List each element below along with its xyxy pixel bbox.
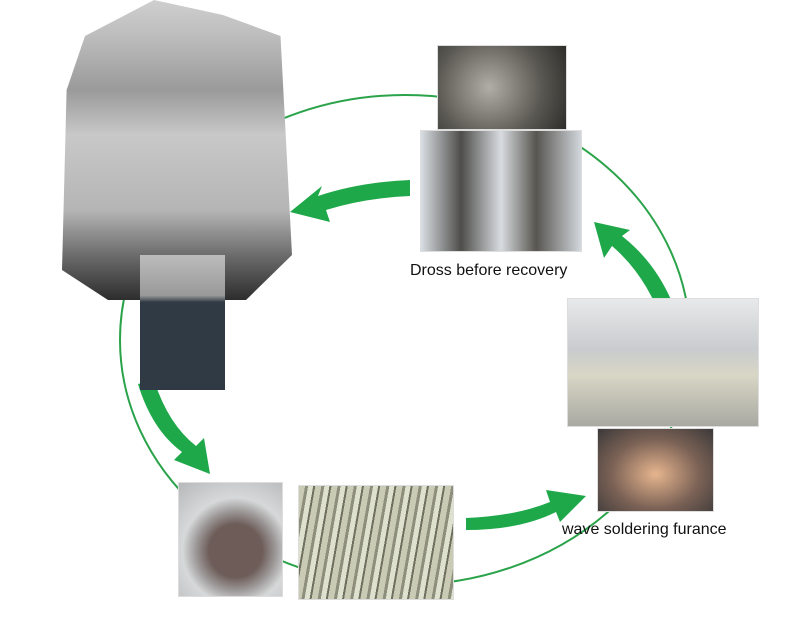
- wave-soldering-machine-photo: [567, 298, 759, 427]
- dross-bags-photo: [420, 130, 582, 252]
- dross-label: Dross before recovery: [410, 262, 568, 279]
- dross-recovery-machine-photo: [62, 0, 292, 300]
- machine-stand-photo: [140, 255, 225, 390]
- dross-pile-photo: [437, 45, 567, 130]
- wave-soldering-closeup-photo: [597, 428, 714, 512]
- arrow-to-machine: [290, 180, 410, 222]
- arrow-to-bowl: [138, 380, 210, 474]
- solder-bars-photo: [298, 485, 454, 600]
- solder-powder-bowl-photo: [178, 482, 283, 597]
- arrow-to-wave: [466, 490, 586, 530]
- arrow-to-dross: [594, 222, 672, 306]
- arrows: [138, 180, 672, 530]
- wave-label: wave soldering furance: [562, 521, 727, 538]
